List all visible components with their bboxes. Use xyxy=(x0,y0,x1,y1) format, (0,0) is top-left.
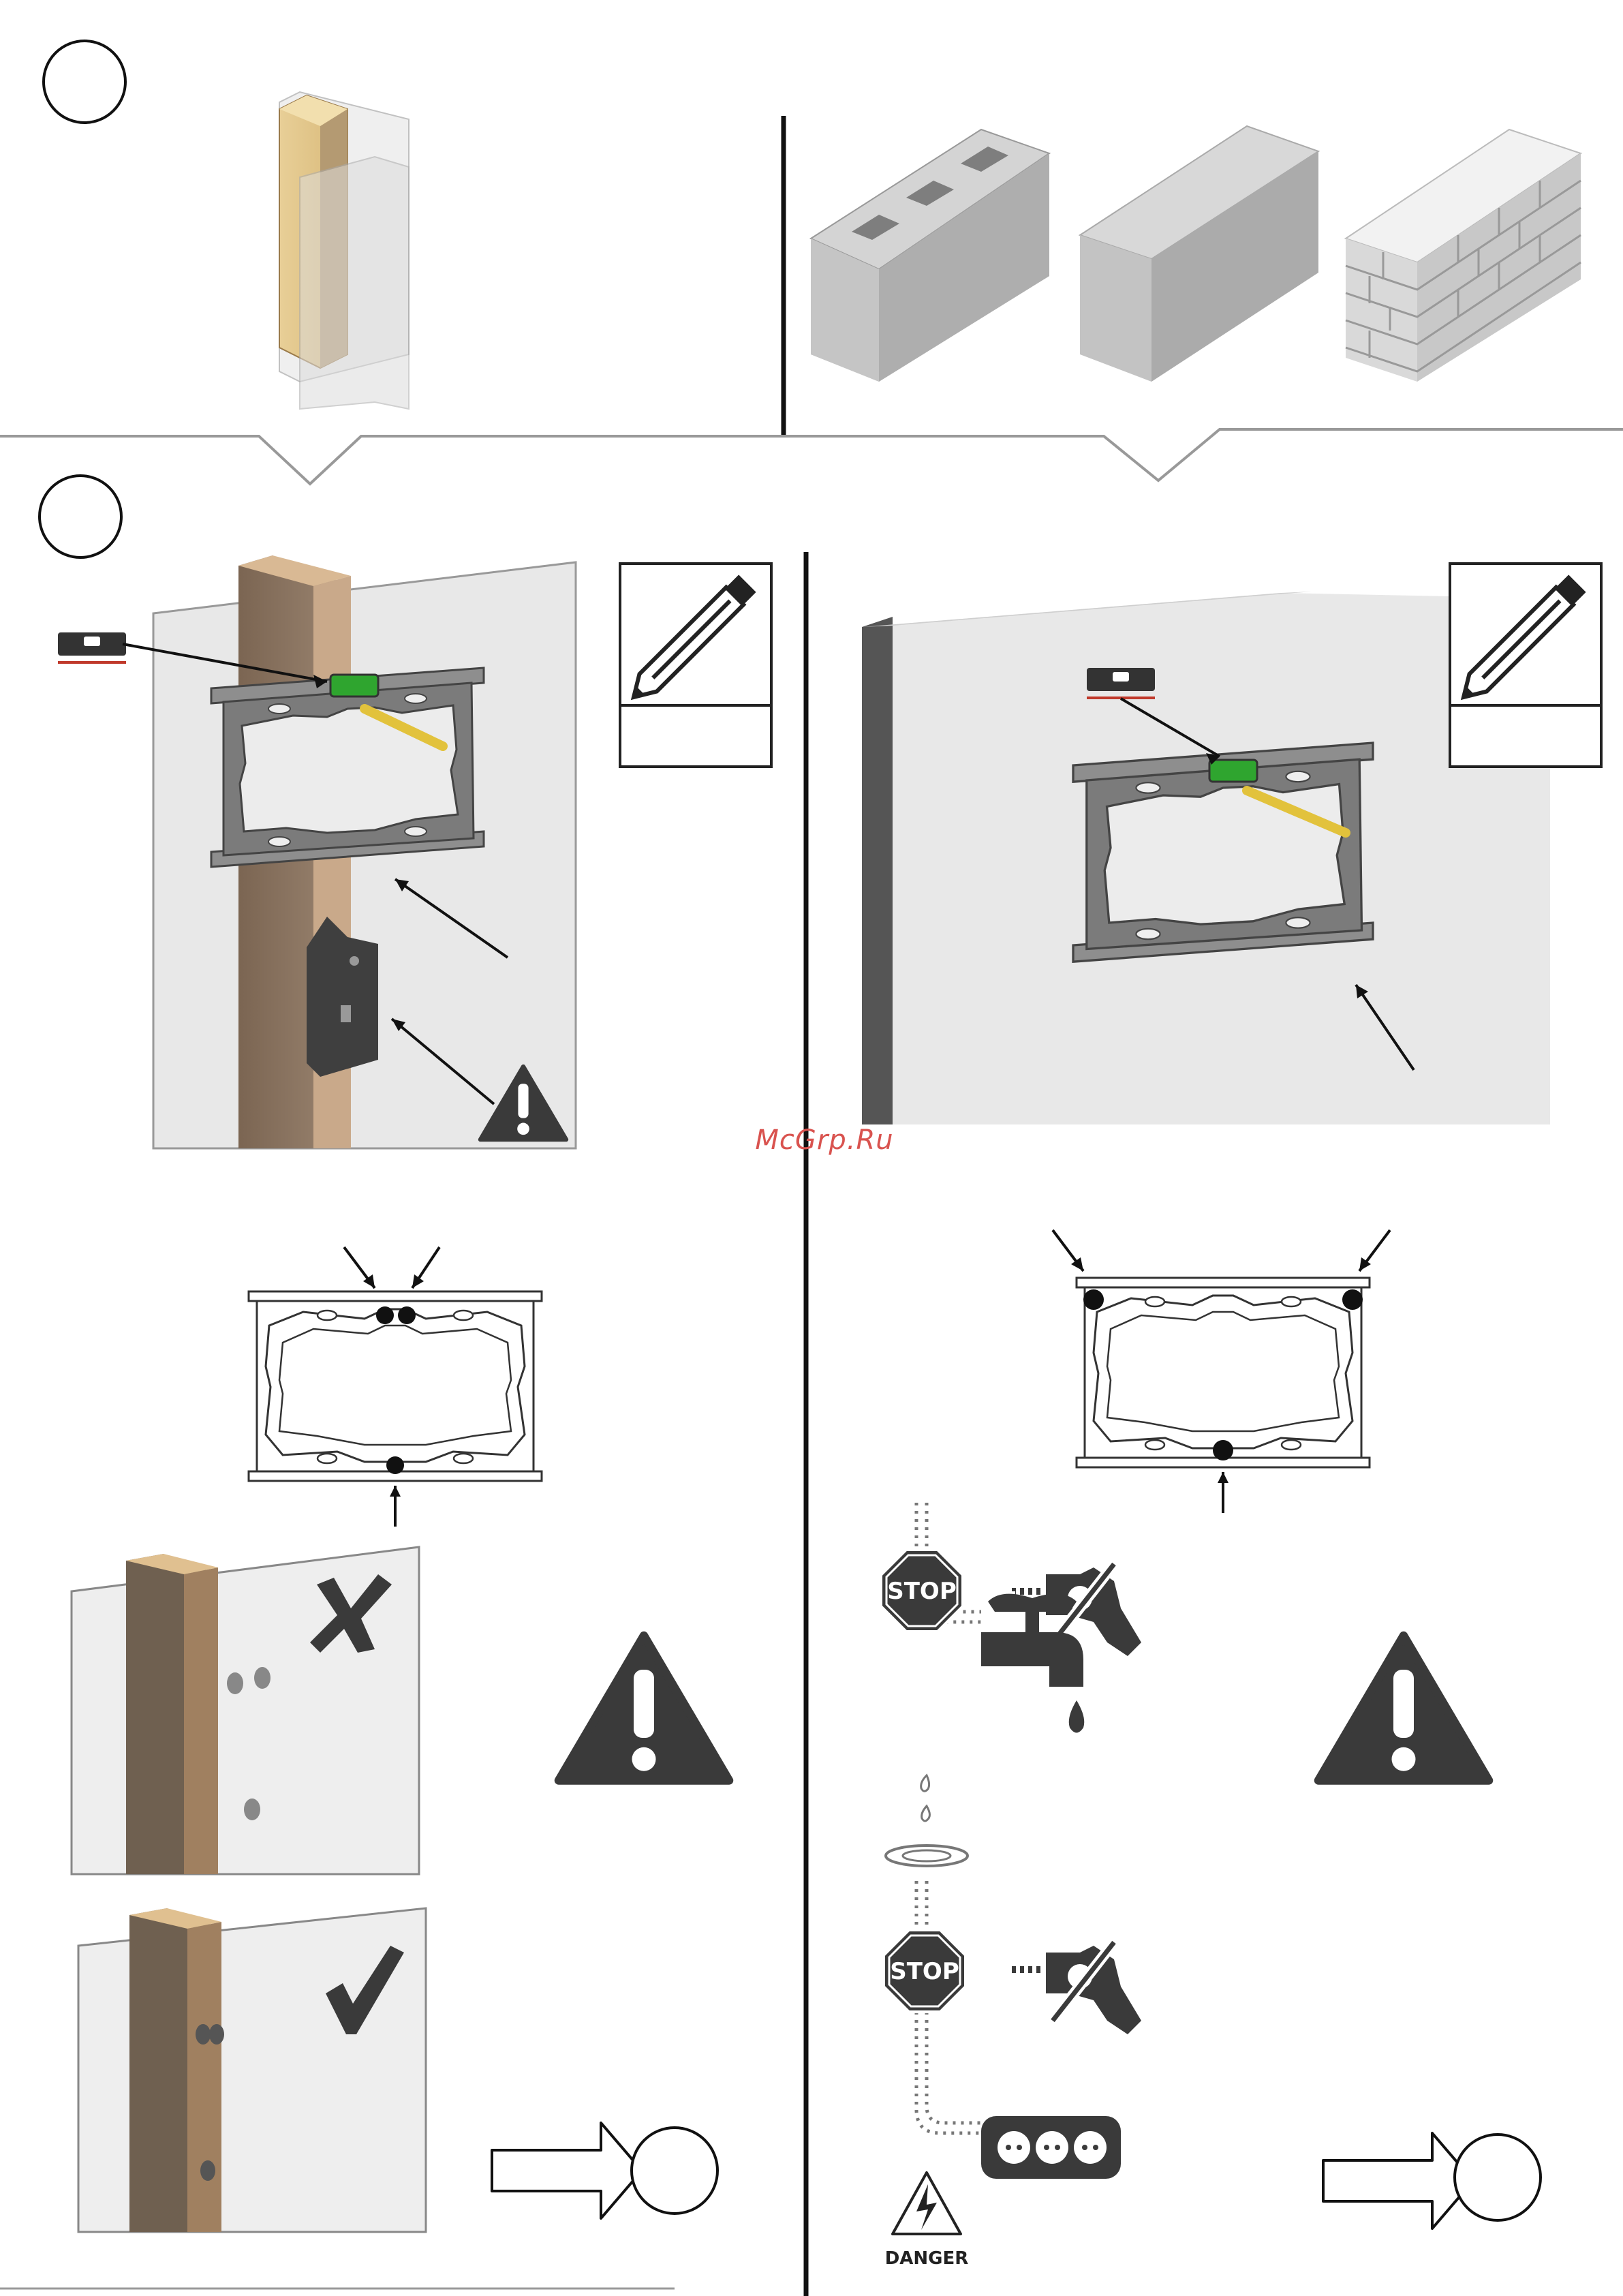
stud-wall-scene xyxy=(58,555,576,1148)
power-socket-icon xyxy=(981,2116,1121,2179)
wood-stud xyxy=(279,92,409,409)
level-icon xyxy=(58,632,126,662)
wrong-drilling-example xyxy=(72,1547,419,1874)
solid-wall-scene xyxy=(862,592,1550,1124)
warning-triangle-icon xyxy=(1318,1636,1489,1781)
hazard-water: STOP xyxy=(881,1503,1141,1866)
bubble-level xyxy=(1209,760,1257,782)
pencil-icon xyxy=(1450,564,1601,767)
brick-wall xyxy=(1346,129,1581,382)
next-arrow-icon xyxy=(492,2123,642,2218)
correct-drilling-example xyxy=(78,1908,426,2232)
pencil-icon xyxy=(620,564,771,767)
step-circle-1 xyxy=(44,41,125,123)
section-divider xyxy=(0,429,1623,484)
watermark: McGrp.Ru xyxy=(736,1124,913,1156)
solid-block xyxy=(1080,126,1318,382)
step-circle-2 xyxy=(40,476,121,557)
no-drill-icon xyxy=(1012,1942,1141,2034)
bracket-diagram-solid xyxy=(1053,1230,1390,1513)
danger-high-voltage-icon: DANGER xyxy=(885,2173,969,2269)
step-circle-next xyxy=(632,2128,717,2214)
hazard-electric: STOP DANGER xyxy=(884,1881,1141,2269)
stop-sign-label: STOP xyxy=(887,1578,957,1605)
bubble-level xyxy=(330,675,378,697)
stop-sign-label: STOP xyxy=(890,1958,959,1985)
warning-triangle-icon xyxy=(559,1636,729,1781)
bracket-diagram-stud xyxy=(249,1247,542,1527)
next-arrow-icon xyxy=(1323,2133,1473,2229)
step-circle-next xyxy=(1455,2134,1541,2220)
danger-label: DANGER xyxy=(885,2248,969,2269)
hollow-block xyxy=(811,129,1049,382)
wall-bracket xyxy=(211,668,484,867)
